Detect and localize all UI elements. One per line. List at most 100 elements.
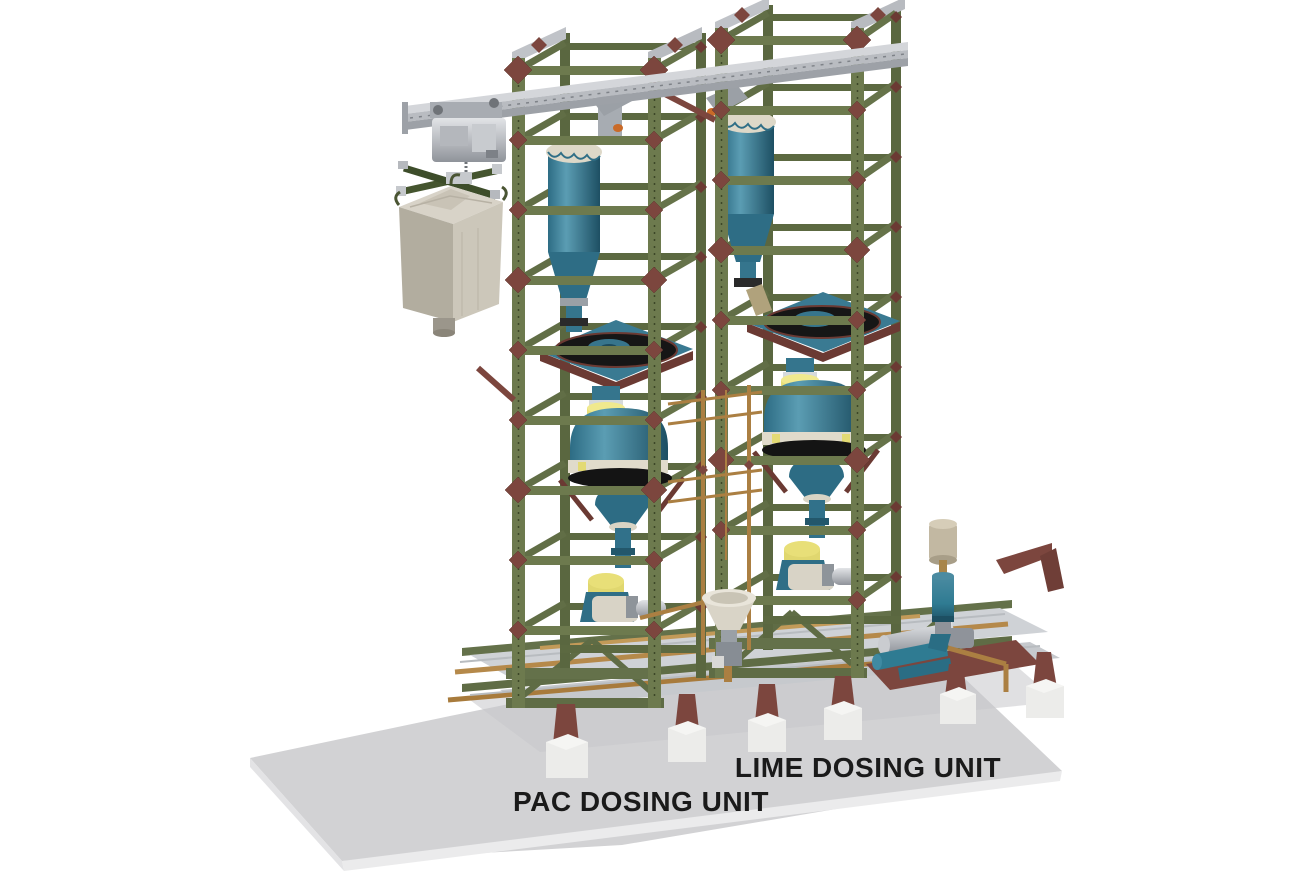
silencer-elbow — [928, 634, 951, 652]
spreader-tip — [492, 164, 502, 174]
gusset-plates — [503, 55, 669, 640]
pedestal — [831, 676, 855, 710]
funnel-inner — [710, 592, 748, 604]
beam-web — [405, 50, 908, 122]
hoist-detail — [440, 126, 468, 146]
silencer-top — [932, 572, 954, 580]
slab-front-bevel — [342, 771, 1062, 871]
pac-tower — [476, 27, 707, 708]
feeder-gearbox — [626, 596, 638, 618]
hopper-body — [722, 122, 774, 214]
band-tab — [772, 434, 780, 443]
feed-pipe — [639, 598, 713, 620]
filter-cap — [929, 524, 957, 560]
footing-top — [668, 721, 706, 735]
column-bolt-lines — [517, 64, 656, 700]
valve-outlet — [724, 666, 732, 682]
pedestal — [1033, 652, 1057, 688]
side-beams-right — [652, 39, 703, 634]
footing-top — [748, 713, 786, 727]
flange — [560, 298, 588, 306]
valve-detail — [712, 656, 724, 668]
pipe-clamps — [698, 460, 754, 475]
front-column — [648, 58, 661, 708]
base-chord — [506, 668, 661, 679]
spreader-tip — [490, 190, 500, 199]
side-beams-left — [516, 39, 567, 634]
tank-cone — [595, 486, 650, 527]
clamp — [734, 278, 762, 287]
tank-shadow-ring — [568, 468, 672, 488]
footing-top — [824, 701, 862, 715]
spreader-tip — [398, 161, 408, 169]
tower-tie-brace — [659, 89, 717, 123]
footing-top — [546, 734, 588, 750]
pac-tower-front-frame — [476, 55, 669, 708]
side-bracket — [476, 365, 516, 403]
discharge-pipe — [947, 645, 1009, 692]
bag-spout — [433, 318, 455, 333]
tank-neck — [786, 358, 814, 374]
tube-clamp — [611, 548, 635, 555]
bag-lifting-loops — [394, 173, 508, 206]
big-bag — [394, 173, 508, 337]
hoist-trolley — [430, 98, 506, 182]
trolley-wheel — [489, 98, 499, 108]
bag-crease — [461, 228, 479, 316]
column-bolt-lines — [720, 34, 859, 670]
label-pac-dosing-unit: PAC DOSING UNIT — [513, 786, 769, 817]
monorail-beam — [402, 42, 908, 134]
tube-clamp — [805, 518, 829, 525]
beam-end-stop — [402, 102, 408, 134]
pedestal — [553, 704, 579, 744]
front-column — [512, 58, 525, 708]
lime-tower-front-frame — [706, 25, 872, 678]
wall-bracket — [996, 543, 1052, 574]
base-chord — [709, 638, 864, 649]
base-chord — [506, 698, 664, 708]
feeder-inlet — [588, 573, 624, 589]
label-lime-dosing-unit: LIME DOSING UNIT — [735, 752, 1001, 783]
silencer-fitting — [935, 622, 951, 634]
hoist-detail — [486, 150, 498, 158]
filter-cap-top — [929, 519, 957, 529]
trolley-wheel — [433, 105, 443, 115]
platform-rim — [540, 351, 693, 391]
footing-top — [1026, 679, 1064, 693]
bag-spout-end — [433, 329, 455, 337]
beam-top-flange — [405, 42, 908, 114]
front-beams — [715, 36, 864, 605]
bag-left-face — [399, 207, 453, 322]
lime-dosing-feeder — [776, 541, 862, 590]
trolley-frame — [430, 102, 502, 118]
angled-spout — [746, 284, 772, 316]
tank-shadow-ring — [762, 440, 866, 460]
front-footings — [546, 652, 1064, 778]
blower-motor — [948, 628, 974, 648]
teal-end-cap — [872, 654, 882, 670]
feeder-inlet — [784, 541, 820, 557]
band-tab — [842, 434, 850, 443]
slab-left-bevel — [250, 758, 344, 871]
spreader-tip — [396, 186, 406, 196]
brass-riser — [939, 560, 947, 578]
injection-funnel — [639, 589, 756, 682]
platform-rim — [747, 322, 900, 362]
tank-neck — [592, 386, 620, 402]
hopper-body — [548, 152, 600, 252]
pipe-rungs — [667, 390, 763, 504]
pac-dosing-feeder — [580, 573, 666, 622]
blower-pipe — [898, 658, 952, 680]
front-beams — [512, 66, 661, 635]
hoist-detail — [472, 124, 496, 152]
footing-top — [940, 687, 976, 701]
front-column — [851, 28, 864, 678]
silencer-band — [932, 616, 954, 622]
band-tab — [578, 462, 586, 471]
bag-crease — [409, 195, 493, 208]
bag-top-fold — [420, 189, 470, 210]
rotary-valve-detail — [613, 124, 623, 132]
funnel-stem — [721, 630, 737, 642]
beam-bottom-flange — [405, 58, 908, 130]
